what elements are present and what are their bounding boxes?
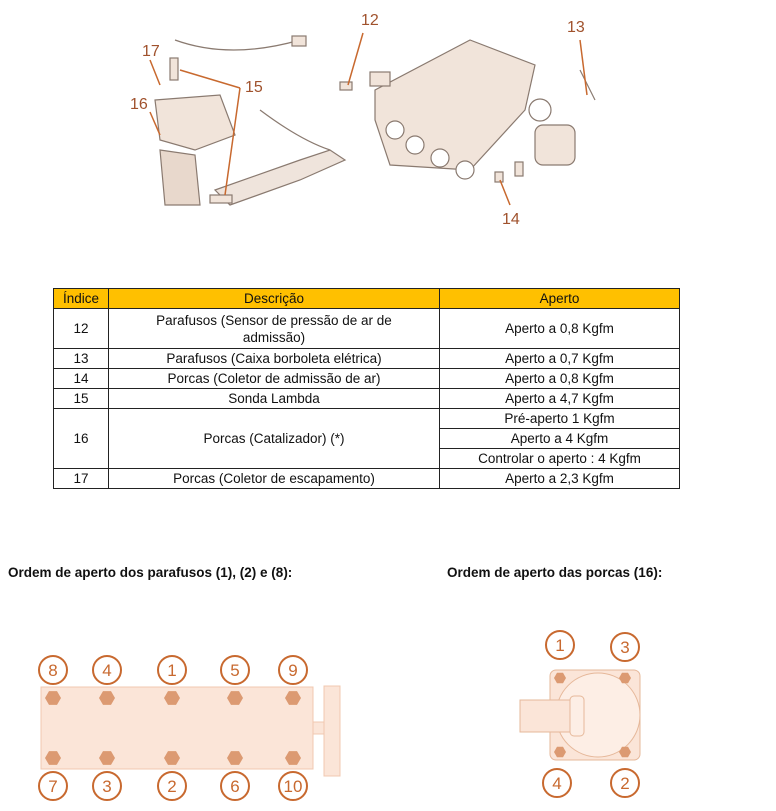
- bolt-order-diagram: 8 7 4 3 1 2 5 6 9 10: [38, 655, 341, 801]
- row-index: 14: [53, 368, 109, 389]
- order-number: 3: [102, 777, 111, 796]
- row-description: Porcas (Catalizador) (*): [108, 408, 440, 469]
- header-torque: Aperto: [439, 288, 680, 309]
- row-index: 17: [53, 468, 109, 489]
- order-number-circle: [92, 771, 122, 801]
- order-number-circle: [278, 771, 308, 801]
- table-row: 14 Porcas (Coletor de admissão de ar) Ap…: [53, 368, 680, 389]
- order-number-circle: [610, 768, 640, 798]
- bolt-head-icon: [99, 691, 115, 705]
- callout-16: 16: [130, 96, 148, 113]
- table-header-row: Índice Descrição Aperto: [53, 288, 680, 309]
- nut-order-diagram: 1 3 4 2: [519, 630, 641, 798]
- callout-14: 14: [502, 211, 520, 228]
- callout-15: 15: [245, 79, 263, 96]
- table-row: 17 Porcas (Coletor de escapamento) Apert…: [53, 468, 680, 489]
- order-number: 1: [167, 661, 176, 680]
- torque-table: Índice Descrição Aperto 12 Parafusos (Se…: [53, 288, 680, 489]
- bolt-order-heading: Ordem de aperto dos parafusos (1), (2) e…: [8, 565, 293, 580]
- bolt-head-icon: [619, 672, 631, 684]
- bolt-head-icon: [227, 751, 243, 765]
- callout-13: 13: [567, 19, 585, 36]
- row-torque: Controlar o aperto : 4 Kgfm: [439, 448, 680, 469]
- order-number-circle: [545, 630, 575, 660]
- row-torque: Aperto a 0,8 Kgfm: [439, 368, 680, 389]
- callout-17: 17: [142, 43, 160, 60]
- nut-order-heading: Ordem de aperto das porcas (16):: [447, 565, 663, 580]
- header-index: Índice: [53, 288, 109, 309]
- order-number-circle: [220, 771, 250, 801]
- order-number: 2: [620, 774, 629, 793]
- row-index: 16: [53, 408, 109, 469]
- order-number: 7: [48, 777, 57, 796]
- row-description: Parafusos (Sensor de pressão de ar de ad…: [108, 308, 440, 349]
- row-index: 12: [53, 308, 109, 349]
- callout-12: 12: [361, 12, 379, 29]
- table-row: 13 Parafusos (Caixa borboleta elétrica) …: [53, 348, 680, 369]
- order-number: 5: [230, 661, 239, 680]
- order-number-circle: [278, 655, 308, 685]
- bolt-head-icon: [285, 751, 301, 765]
- order-number: 6: [230, 777, 239, 796]
- order-number: 1: [555, 636, 564, 655]
- order-number: 4: [102, 661, 111, 680]
- table-subrow: Aperto a 4 Kgfm: [54, 428, 680, 449]
- row-description: Parafusos (Caixa borboleta elétrica): [108, 348, 440, 369]
- table-subrow: Controlar o aperto : 4 Kgfm: [54, 448, 680, 469]
- table-row: 12 Parafusos (Sensor de pressão de ar de…: [53, 308, 680, 349]
- order-number: 9: [288, 661, 297, 680]
- row-torque: Aperto a 4 Kgfm: [439, 428, 680, 449]
- row-torque: Aperto a 2,3 Kgfm: [439, 468, 680, 489]
- bolt-head-icon: [554, 672, 566, 684]
- order-number: 2: [167, 777, 176, 796]
- row-index: 15: [53, 388, 109, 409]
- row-torque: Aperto a 4,7 Kgfm: [439, 388, 680, 409]
- bolt-head-icon: [164, 751, 180, 765]
- order-number: 10: [284, 777, 303, 796]
- order-number: 4: [552, 774, 561, 793]
- row-description: Porcas (Coletor de escapamento): [108, 468, 440, 489]
- bolt-head-icon: [619, 746, 631, 758]
- order-number: 8: [48, 661, 57, 680]
- bolt-head-icon: [45, 691, 61, 705]
- bolt-head-icon: [164, 691, 180, 705]
- bolt-head-icon: [554, 746, 566, 758]
- order-number-circle: [542, 768, 572, 798]
- row-description: Porcas (Coletor de admissão de ar): [108, 368, 440, 389]
- table-row: 16 Porcas (Catalizador) (*) Pré-aperto 1…: [53, 408, 680, 469]
- order-number-circle: [38, 771, 68, 801]
- bolt-head-icon: [99, 751, 115, 765]
- bolt-head-icon: [285, 691, 301, 705]
- row-torque: Pré-aperto 1 Kgfm: [439, 408, 680, 429]
- order-number-circle: [157, 655, 187, 685]
- row-torque: Aperto a 0,8 Kgfm: [439, 308, 680, 349]
- order-number: 3: [620, 638, 629, 657]
- engine-parts-illustration: [149, 32, 596, 206]
- bolt-head-icon: [45, 751, 61, 765]
- header-description: Descrição: [108, 288, 440, 309]
- table-row: 15 Sonda Lambda Aperto a 4,7 Kgfm: [53, 388, 680, 409]
- bolt-head-icon: [227, 691, 243, 705]
- order-number-circle: [610, 632, 640, 662]
- order-number-circle: [157, 771, 187, 801]
- row-description: Sonda Lambda: [108, 388, 440, 409]
- order-number-circle: [92, 655, 122, 685]
- order-number-circle: [220, 655, 250, 685]
- row-index: 13: [53, 348, 109, 369]
- row-torque: Aperto a 0,7 Kgfm: [439, 348, 680, 369]
- order-number-circle: [38, 655, 68, 685]
